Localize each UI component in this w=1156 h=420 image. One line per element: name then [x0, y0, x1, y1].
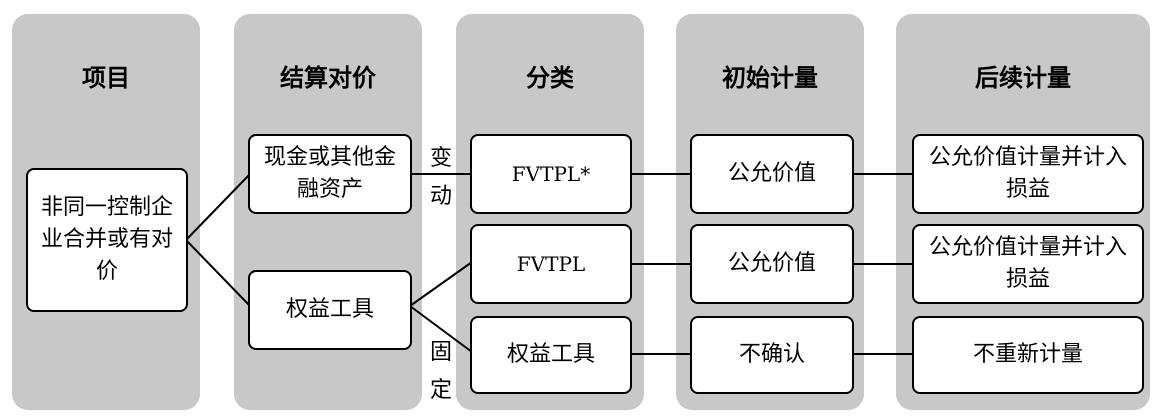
- node-equity-instrument: 权益工具: [248, 270, 412, 350]
- node-not-recognized: 不确认: [690, 316, 854, 394]
- edge-label-fixed-1: 固: [429, 340, 452, 365]
- node-fvtpl-star: FVTPL*: [470, 134, 632, 214]
- node-subsequent-fair-value-pl-2: 公允价值计量并计入损益: [912, 224, 1144, 304]
- node-no-remeasurement: 不重新计量: [912, 316, 1144, 394]
- node-cash-or-financial-asset: 现金或其他金融资产: [248, 134, 412, 214]
- column-title-subsequent-measurement: 后续计量: [975, 64, 1071, 92]
- edge-label-fixed-2: 定: [429, 378, 452, 403]
- node-fair-value-2: 公允价值: [690, 224, 854, 304]
- column-title-classification: 分类: [526, 64, 574, 92]
- column-title-item: 项目: [82, 64, 130, 92]
- column-title-consideration: 结算对价: [280, 64, 376, 92]
- edge-equity-to-equity-class: [409, 305, 473, 353]
- edge-label-variable-1: 变: [429, 146, 452, 171]
- node-subsequent-fair-value-pl-1: 公允价值计量并计入损益: [912, 134, 1144, 214]
- node-item: 非同一控制企业合并或有对价: [26, 168, 188, 312]
- node-equity-classification: 权益工具: [470, 316, 632, 394]
- edge-equity-to-fvtpl: [409, 261, 473, 307]
- column-title-initial-measurement: 初始计量: [722, 64, 818, 92]
- edge-label-variable-2: 动: [429, 184, 452, 209]
- edge-item-to-equity: [185, 239, 251, 307]
- edge-item-to-cash: [185, 173, 251, 241]
- node-fvtpl: FVTPL: [470, 224, 632, 304]
- node-fair-value-1: 公允价值: [690, 134, 854, 214]
